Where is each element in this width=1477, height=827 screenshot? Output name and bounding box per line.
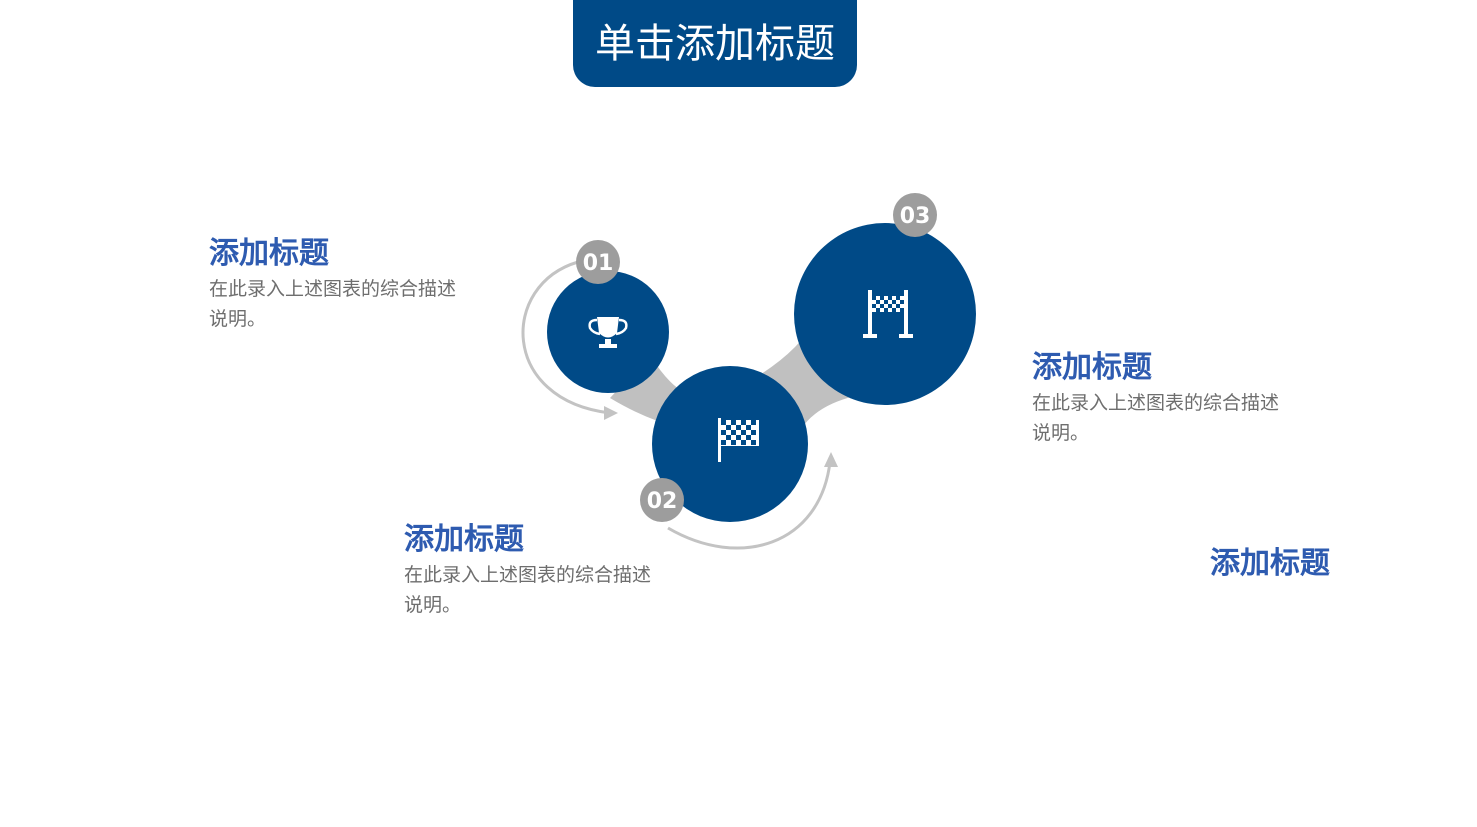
finish-gate-icon — [863, 290, 913, 338]
badge-01 — [576, 240, 620, 284]
arrow-head-2 — [824, 452, 838, 467]
block-title-1: 添加标题 — [209, 236, 329, 271]
badge-02-label: 02 — [647, 489, 678, 514]
block-title-3: 添加标题 — [1032, 350, 1152, 385]
badge-01-label: 01 — [583, 251, 614, 276]
block-title-2: 添加标题 — [404, 522, 524, 557]
block-desc-3: 在此录入上述图表的综合描述说明。 — [1032, 392, 1280, 444]
badge-03 — [893, 193, 937, 237]
title-tab: 单击添加标题 — [573, 0, 857, 87]
badge-02 — [640, 478, 684, 522]
text-block-3: 添加标题 在此录入上述图表的综合描述说明。 — [1032, 350, 1292, 448]
trophy-icon — [588, 317, 628, 348]
block-desc-1: 在此录入上述图表的综合描述说明。 — [209, 278, 457, 330]
block-desc-2: 在此录入上述图表的综合描述说明。 — [404, 564, 652, 616]
text-block-1: 添加标题 在此录入上述图表的综合描述说明。 — [209, 236, 469, 334]
checkered-flag-icon — [718, 418, 759, 462]
text-block-2: 添加标题 在此录入上述图表的综合描述说明。 — [404, 522, 664, 620]
curved-arrow-1 — [521, 260, 611, 415]
curved-arrow-2 — [667, 461, 832, 550]
text-block-extra: 添加标题 — [1210, 546, 1410, 582]
arrow-head-1 — [604, 406, 618, 420]
page-title: 单击添加标题 — [595, 20, 835, 67]
badge-03-label: 03 — [900, 204, 931, 229]
extra-title: 添加标题 — [1210, 546, 1330, 581]
step-circle-3 — [794, 223, 976, 405]
